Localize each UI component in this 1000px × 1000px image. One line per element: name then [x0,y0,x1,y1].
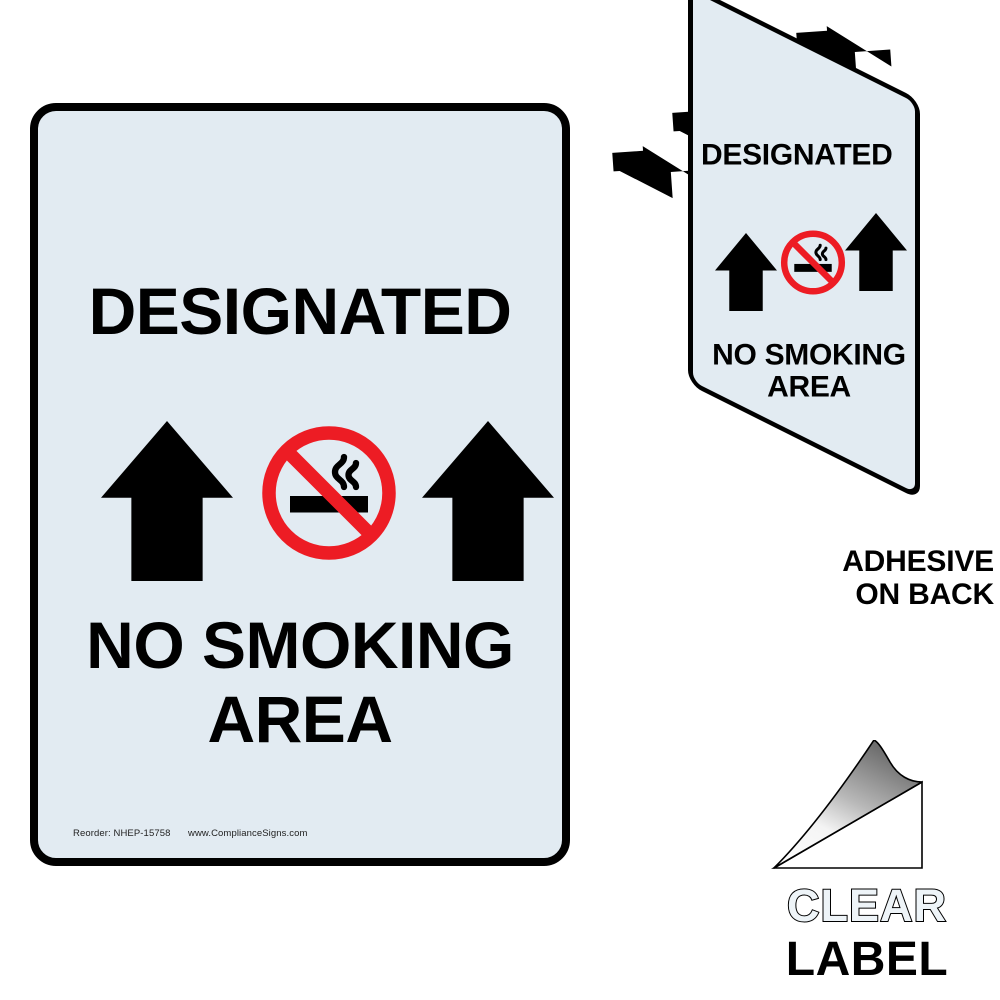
main-sign-panel: DESIGNATED NO SMOKING AREA Reorder: NHEP… [30,103,570,866]
perspective-sign-group: DESIGNATED NO SMOKING AREA ADHESIVE ON B… [600,0,1000,611]
perspective-message-line1: NO SMOKING [712,338,906,372]
clear-label-group: CLEAR LABEL [740,740,1000,1000]
motion-arrow-icon-1 [612,146,708,199]
perspective-sign-panel: DESIGNATED NO SMOKING AREA [688,0,920,500]
reorder-info: Reorder: NHEP-15758 www.ComplianceSigns.… [73,828,308,839]
main-sign-headline: DESIGNATED [88,274,512,348]
perspective-headline: DESIGNATED [701,138,893,172]
adhesive-caption-line2: ON BACK [855,578,994,611]
motion-arrow-icon-4 [796,26,892,79]
up-arrow-icon-left [101,421,233,581]
adhesive-caption-line1: ADHESIVE [842,545,994,578]
clear-label-word-label: LABEL [785,933,949,986]
peeling-corner-icon [771,740,923,869]
adhesive-caption: ADHESIVE ON BACK [842,545,994,611]
main-sign-message-line1: NO SMOKING [86,608,514,682]
perspective-up-arrow-right [845,213,907,291]
perspective-message: NO SMOKING AREA [701,338,915,404]
clear-label-word-clear: CLEAR [786,879,947,932]
perspective-message-line2: AREA [767,370,851,403]
reorder-code: Reorder: NHEP-15758 [73,828,171,839]
perspective-sign-face: DESIGNATED NO SMOKING AREA [693,0,915,493]
no-smoking-icon [262,426,396,560]
perspective-up-arrow-left [715,233,777,311]
perspective-no-smoking-icon [780,230,846,295]
up-arrow-icon-right [422,421,554,581]
reorder-url: www.ComplianceSigns.com [187,828,308,839]
main-sign-message: NO SMOKING AREA [38,608,562,757]
main-sign-message-line2: AREA [207,681,393,756]
